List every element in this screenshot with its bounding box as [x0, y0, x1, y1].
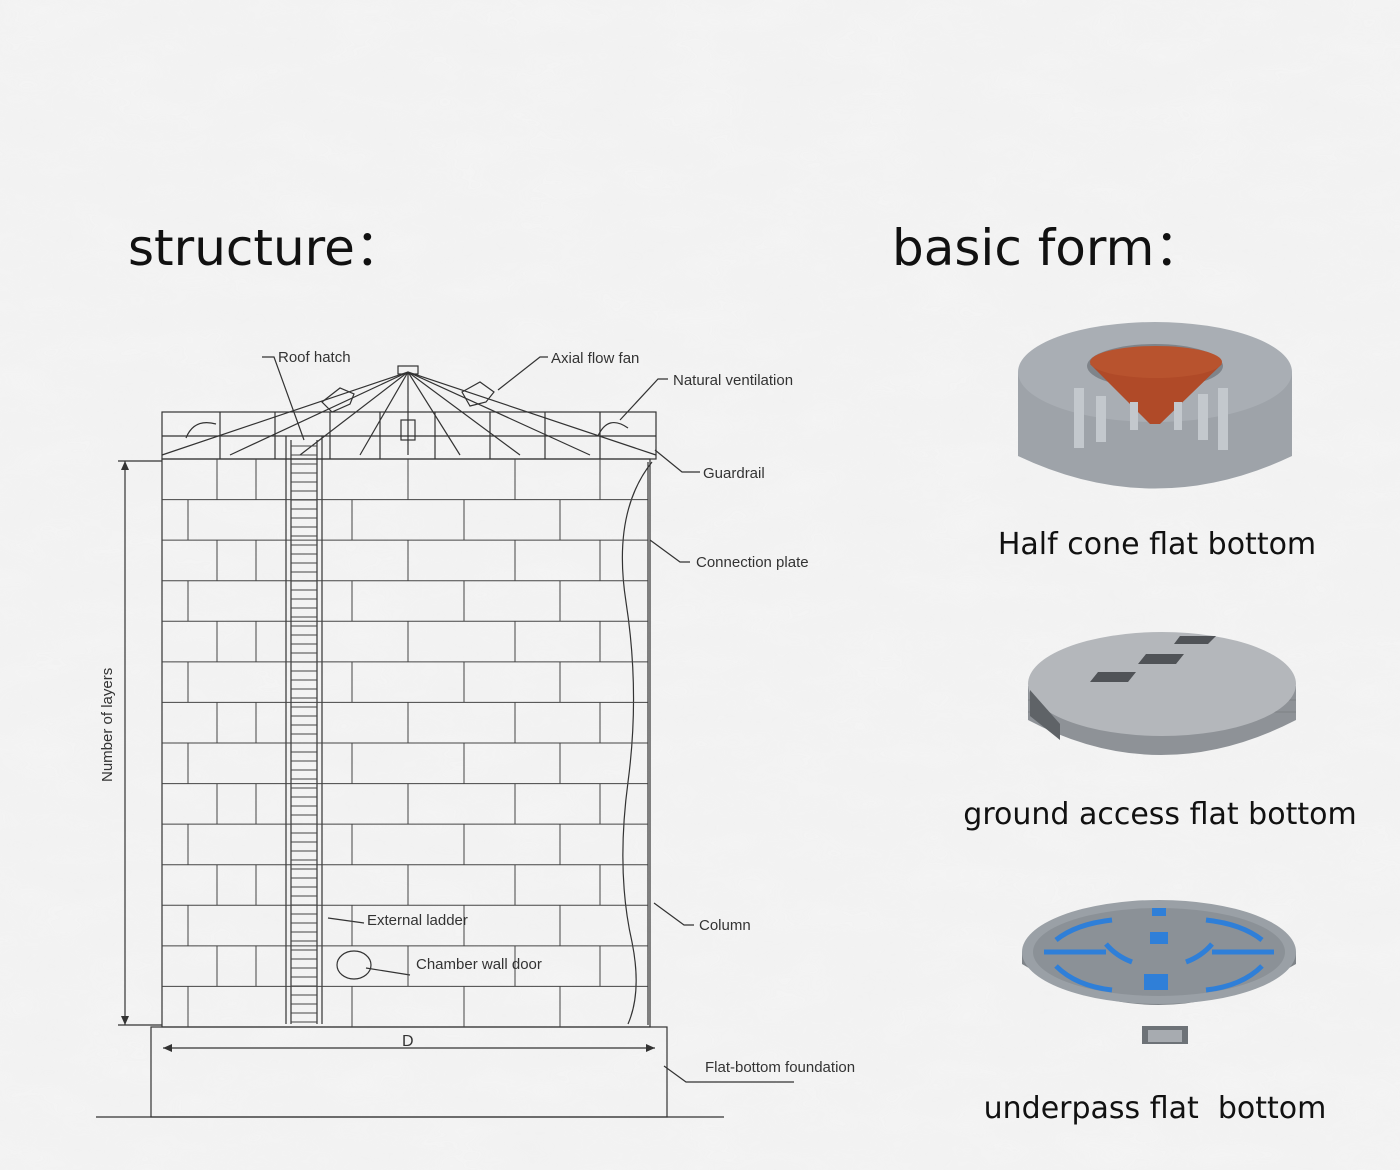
label-chamber-wall-door: Chamber wall door [416, 956, 542, 973]
structure-heading: structure： [128, 219, 405, 277]
label-axial-flow-fan: Axial flow fan [551, 350, 639, 367]
label-external-ladder: External ladder [367, 912, 468, 929]
label-diameter: D [402, 1033, 414, 1050]
chamber-wall-door [336, 950, 372, 980]
axial-fan-left [321, 387, 355, 413]
column [621, 461, 653, 1025]
basic-form-heading: basic form： [892, 219, 1205, 277]
caption-underpass-flat-bottom: underpass flat bottom [983, 1091, 1327, 1126]
label-natural-ventilation: Natural ventilation [673, 372, 793, 389]
vent-left [185, 422, 217, 439]
label-column: Column [699, 917, 751, 934]
vent-right [597, 421, 629, 437]
ground-access-flat-bottom-model [1028, 632, 1296, 755]
caption-half-cone-flat-bottom: Half cone flat bottom [997, 527, 1317, 562]
label-number-of-layers: Number of layers [99, 668, 116, 782]
label-flat-bottom-foundation: Flat-bottom foundation [705, 1059, 855, 1076]
label-connection-plate: Connection plate [696, 554, 809, 571]
label-guardrail: Guardrail [703, 465, 765, 482]
underpass-flat-bottom-model [1022, 900, 1296, 1044]
label-roof-hatch: Roof hatch [278, 349, 351, 366]
half-cone-flat-bottom-model [1018, 322, 1292, 489]
axial-fan-right [461, 381, 495, 407]
roof-cone [161, 371, 657, 456]
caption-ground-access-flat-bottom: ground access flat bottom [963, 797, 1357, 832]
